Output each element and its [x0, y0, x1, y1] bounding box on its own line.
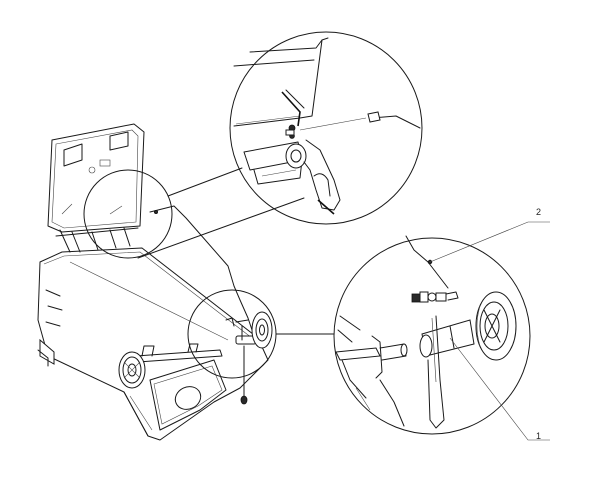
- main-wheel: [118, 351, 146, 389]
- leader-hinge: [167, 167, 243, 197]
- main-axle: [135, 343, 223, 363]
- leader-hinge-2: [137, 197, 305, 259]
- detail-circle-wheel-large: [333, 235, 531, 435]
- small-wheel-parts: [225, 311, 273, 405]
- locking-rod: [149, 205, 253, 331]
- wheelie-bin-body: [37, 247, 269, 441]
- callout-1-leader: [449, 337, 550, 441]
- bin-lid: [47, 123, 145, 253]
- callout-2-leader: [429, 221, 550, 263]
- detail-circle-hinge-large: [229, 31, 423, 225]
- callout-label-1: 1: [536, 431, 542, 441]
- detail-circle-hinge-small: [83, 169, 173, 259]
- callout-label-2: 2: [536, 207, 542, 217]
